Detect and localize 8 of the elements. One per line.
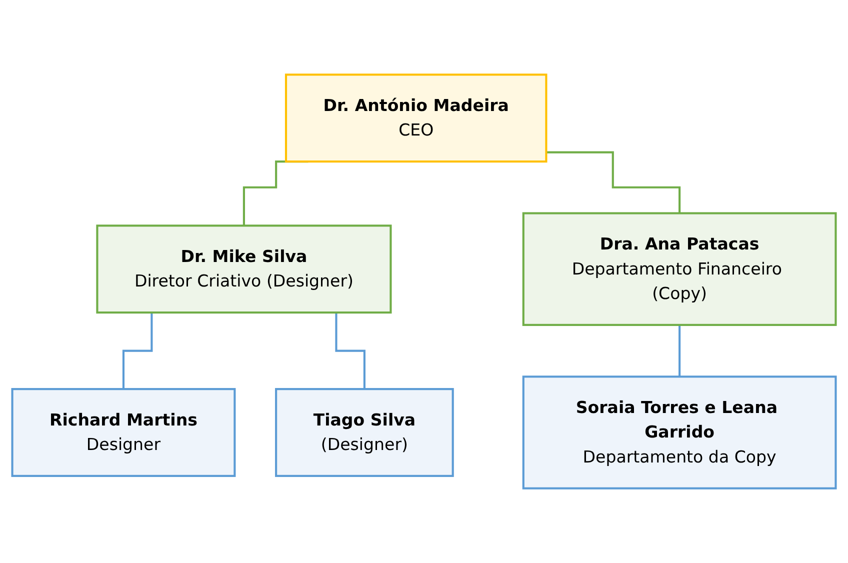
connector — [546, 151, 681, 214]
node-box: Dra. Ana Patacas Departamento Financeiro (Copy) — [522, 212, 837, 326]
node-box: Dr. Mike Silva Diretor Criativo (Designer) — [96, 224, 392, 314]
node-box: Soraia Torres e Leana Garrido Departamento da Copy — [522, 376, 837, 490]
connector — [678, 324, 681, 378]
node-box: Richard Martins Designer — [11, 388, 236, 477]
node-box: Dr. António Madeira CEO — [284, 74, 548, 163]
node-box: Tiago Silva (Designer) — [275, 388, 454, 477]
